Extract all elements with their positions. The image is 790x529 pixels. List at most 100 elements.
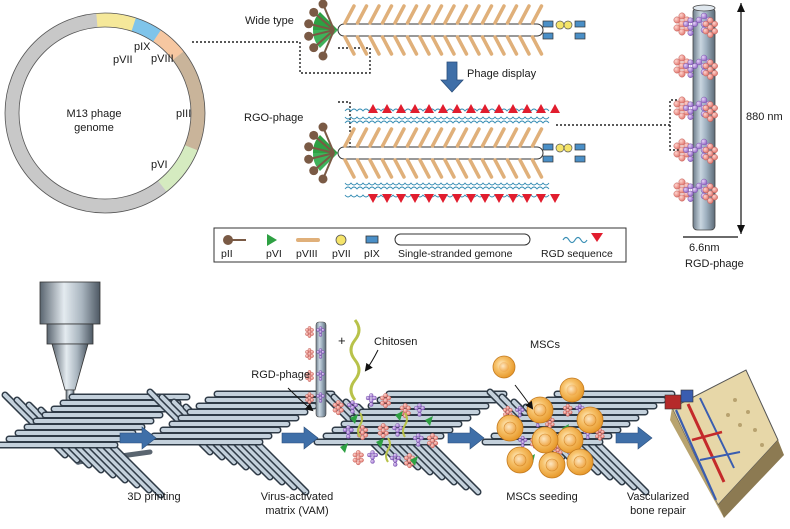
rgd-peptide (424, 104, 434, 113)
phage-display-arrow (440, 61, 464, 93)
pviii-coat-protein (518, 158, 531, 179)
legend-item-pviii: pVIII (296, 238, 320, 260)
pviii-coat-protein (368, 35, 381, 56)
scaffold-vam (313, 388, 508, 496)
pviii-coat-protein (468, 127, 481, 148)
rgd-peptide (396, 194, 406, 203)
pviii-coat-protein (430, 4, 444, 25)
pviii-coat-protein (480, 4, 494, 25)
pviii-coat-protein (355, 4, 369, 25)
process-rgd-phage-label: RGD-phage (251, 369, 310, 381)
svg-text:Single-stranded gemone: Single-stranded gemone (398, 248, 513, 260)
svg-text:pVI: pVI (266, 248, 282, 260)
pviii-coat-protein (518, 4, 531, 25)
rgd-peptide (438, 194, 448, 203)
width-label: 6.6nm (689, 242, 720, 254)
process-arrows (119, 426, 653, 450)
pviii-coat-protein (405, 35, 419, 56)
svg-text:pIX: pIX (364, 248, 380, 260)
process-arrow (119, 426, 157, 450)
gene-segment-pvii (96, 13, 136, 32)
pviii-coat-protein (418, 127, 431, 148)
rgd-peptide (396, 104, 406, 113)
pviii-coat-protein (355, 127, 369, 148)
rgd-peptide (410, 194, 420, 203)
pviii-coat-protein (493, 158, 506, 179)
rgd-peptide (480, 194, 490, 203)
pviii-coat-protein (468, 35, 481, 56)
rgd-peptide (522, 194, 532, 203)
step-label-bone-line2: bone repair (630, 505, 686, 517)
step-label-3d-printing: 3D printing (127, 491, 180, 503)
rgd-peptide (494, 194, 504, 203)
rgd-peptide (550, 104, 560, 113)
pviii-coat-protein (443, 127, 456, 148)
small-rgd-phage (305, 321, 327, 418)
step-label-mscs-seeding: MSCs seeding (506, 491, 578, 503)
pviii-coat-protein (380, 158, 394, 179)
wild-type-phage (304, 0, 586, 61)
gene-segment-pviii (152, 30, 184, 61)
rgd-peptide (508, 194, 518, 203)
gene-label-pix: pIX (134, 41, 151, 53)
pviii-coat-protein (380, 127, 394, 148)
rgo-phage-label: RGO-phage (244, 112, 303, 124)
step-label-vam-line1: Virus-activated (261, 491, 334, 503)
gene-segment-piii (172, 51, 205, 151)
pviii-coat-protein (343, 127, 356, 148)
free-mscs (492, 355, 585, 403)
gene-segment-pix (131, 17, 161, 42)
scaffold-printed (141, 388, 336, 496)
chitosan-label: Chitosen (374, 336, 417, 348)
pviii-coat-protein (393, 4, 406, 25)
bone-repair (664, 369, 784, 518)
pviii-coat-protein (443, 35, 456, 56)
pviii-coat-protein (493, 35, 506, 56)
rgd-peptide (494, 104, 504, 113)
process-arrow (615, 426, 653, 450)
gene-label-pvii: pVII (113, 54, 133, 66)
chitosan-strand (349, 319, 361, 401)
scaffold-mscs (481, 388, 676, 496)
svg-text:pII: pII (221, 248, 233, 260)
step-label-bone-line1: Vascularized (627, 491, 689, 503)
pviii-coat-protein (518, 127, 531, 148)
mscs-pointer (514, 384, 534, 410)
rgd-peptide (536, 104, 546, 113)
pviii-coat-protein (430, 127, 444, 148)
pviii-coat-protein (455, 4, 469, 25)
pviii-coat-protein (530, 127, 544, 148)
pviii-coat-protein (518, 35, 531, 56)
rgd-peptide (424, 194, 434, 203)
printer-nozzle (39, 281, 153, 465)
rgd-peptide (382, 194, 392, 203)
pviii-coat-protein (443, 4, 456, 25)
legend: pII pVI pVIII pVII pIX Single-stranded g… (213, 227, 627, 263)
pviii-coat-protein (430, 35, 444, 56)
pviii-coat-protein (505, 158, 519, 179)
rgd-peptide (368, 194, 378, 203)
svg-text:pVII: pVII (332, 248, 351, 260)
pviii-coat-protein (405, 4, 419, 25)
pviii-coat-protein (505, 4, 519, 25)
pviii-coat-protein (530, 4, 544, 25)
pviii-coat-protein (530, 158, 544, 179)
svg-text:RGD sequence: RGD sequence (541, 248, 613, 260)
pviii-coat-protein (480, 127, 494, 148)
pviii-coat-protein (430, 158, 444, 179)
legend-item-pvi: pVI (266, 234, 282, 260)
pviii-coat-protein (405, 127, 419, 148)
pviii-coat-protein (443, 158, 456, 179)
pviii-coat-protein (418, 158, 431, 179)
rgd-peptide (550, 194, 560, 203)
rgo-phage (304, 104, 586, 203)
pviii-coat-protein (393, 127, 406, 148)
rgd-peptide (438, 104, 448, 113)
step-label-vam-line2: matrix (VAM) (265, 505, 328, 517)
pviii-coat-protein (393, 158, 406, 179)
rgd-peptide (382, 104, 392, 113)
process-arrow (281, 426, 319, 450)
mscs-label: MSCs (530, 339, 560, 351)
gene-label-pvi: pVI (151, 159, 168, 171)
